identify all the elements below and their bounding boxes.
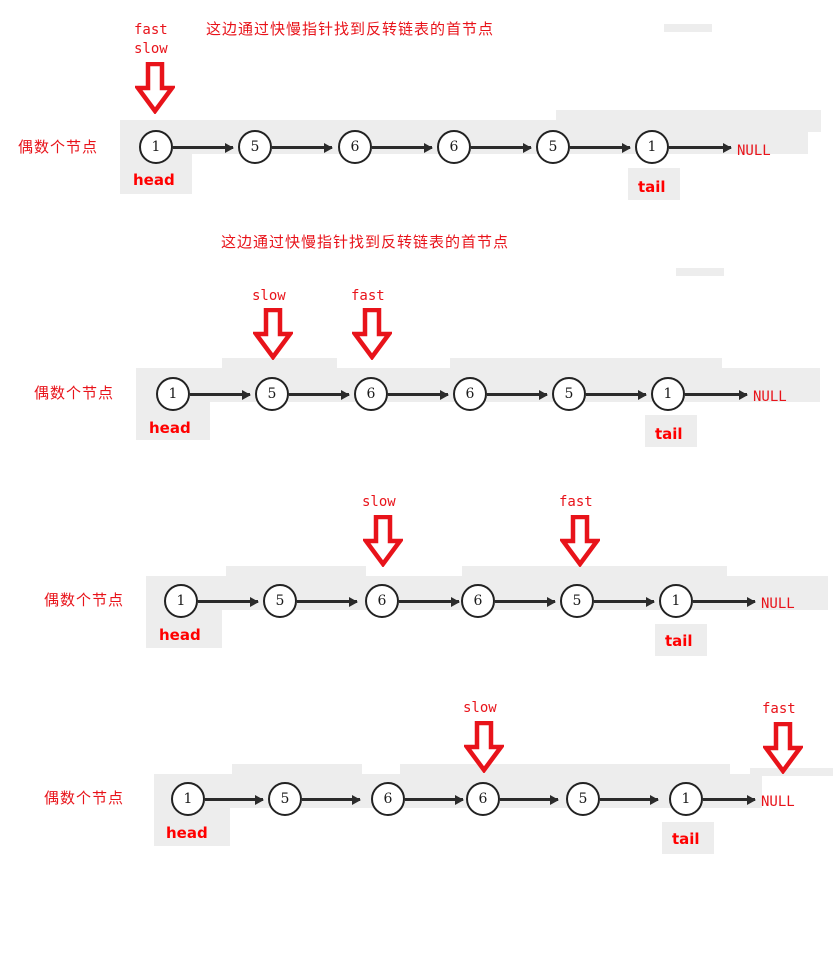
row2-node-1: 5 — [255, 377, 289, 411]
row2-link-null — [685, 393, 747, 396]
row3-node-4: 5 — [560, 584, 594, 618]
row4-band-b — [232, 764, 362, 776]
row1-pointer-slow-label: slow — [134, 41, 168, 57]
row4-slow-arrow-icon — [464, 721, 504, 773]
row2-node-4: 5 — [552, 377, 586, 411]
row3-slow-arrow-icon — [363, 515, 403, 567]
row2-head-label: head — [149, 419, 191, 437]
row2-band-b — [222, 358, 337, 372]
row1-pointer-fast-label: fast — [134, 22, 168, 38]
row3-node-3: 6 — [461, 584, 495, 618]
row2-slow-arrow-icon — [253, 308, 293, 360]
row4-node-2: 6 — [371, 782, 405, 816]
row1-null-label: NULL — [737, 143, 771, 159]
row2-band-tail — [645, 415, 697, 447]
row1-caption: 这边通过快慢指针找到反转链表的首节点 — [206, 20, 495, 38]
row4-node-0: 1 — [171, 782, 205, 816]
row4-slow-label: slow — [463, 700, 497, 716]
row2-node-0: 1 — [156, 377, 190, 411]
row3-link-2 — [399, 600, 459, 603]
row4-band-tail — [662, 822, 714, 854]
row2-link-4 — [586, 393, 646, 396]
row1-node-5: 1 — [635, 130, 669, 164]
row3-slow-label: slow — [362, 494, 396, 510]
row2-top-artifact — [676, 268, 724, 276]
row2-slow-label: slow — [252, 288, 286, 304]
row3-link-0 — [198, 600, 258, 603]
row2-fast-arrow-icon — [352, 308, 392, 360]
row3-node-5: 1 — [659, 584, 693, 618]
row4-link-null — [703, 798, 755, 801]
row4-null-label: NULL — [761, 794, 795, 810]
row2-node-3: 6 — [453, 377, 487, 411]
row1-link-0 — [173, 146, 233, 149]
row1-link-2 — [372, 146, 432, 149]
row2-link-0 — [190, 393, 250, 396]
row3-tail-label: tail — [665, 632, 693, 650]
row2-node-2: 6 — [354, 377, 388, 411]
row3-link-3 — [495, 600, 555, 603]
row4-link-0 — [205, 798, 263, 801]
row4-node-3: 6 — [466, 782, 500, 816]
row1-link-3 — [471, 146, 531, 149]
row4-row-label: 偶数个节点 — [44, 789, 125, 807]
row1-band-tail — [628, 168, 680, 200]
row1-node-4: 5 — [536, 130, 570, 164]
row4-node-5: 1 — [669, 782, 703, 816]
row4-node-4: 5 — [566, 782, 600, 816]
top-right-artifact — [664, 24, 712, 32]
row1-node-3: 6 — [437, 130, 471, 164]
row2-null-label: NULL — [753, 389, 787, 405]
row2-fast-label: fast — [351, 288, 385, 304]
row3-band-c — [462, 566, 727, 578]
row2-link-2 — [388, 393, 448, 396]
row3-link-null — [693, 600, 755, 603]
row2-row-label: 偶数个节点 — [34, 384, 115, 402]
row3-fast-arrow-icon — [560, 515, 600, 567]
row2-link-3 — [487, 393, 547, 396]
row4-band-c — [400, 764, 730, 776]
row3-node-1: 5 — [263, 584, 297, 618]
row1-tail-label: tail — [638, 178, 666, 196]
row4-link-3 — [500, 798, 558, 801]
row1-link-null — [669, 146, 731, 149]
row3-link-4 — [594, 600, 654, 603]
row3-row-label: 偶数个节点 — [44, 591, 125, 609]
row2-link-1 — [289, 393, 349, 396]
row1-node-1: 5 — [238, 130, 272, 164]
row2-band-c — [450, 358, 722, 372]
row4-link-4 — [600, 798, 658, 801]
row4-node-1: 5 — [268, 782, 302, 816]
row3-band-tail — [655, 624, 707, 656]
row3-node-2: 6 — [365, 584, 399, 618]
row4-band-d — [750, 768, 833, 776]
row3-head-label: head — [159, 626, 201, 644]
row2-tail-label: tail — [655, 425, 683, 443]
row1-row-label: 偶数个节点 — [18, 138, 99, 156]
row3-link-1 — [297, 600, 357, 603]
row4-head-label: head — [166, 824, 208, 842]
row3-fast-label: fast — [559, 494, 593, 510]
row2-node-5: 1 — [651, 377, 685, 411]
row1-node-2: 6 — [338, 130, 372, 164]
row1-link-1 — [272, 146, 332, 149]
row2-caption: 这边通过快慢指针找到反转链表的首节点 — [221, 233, 510, 251]
row1-node-0: 1 — [139, 130, 173, 164]
row4-fast-arrow-icon — [763, 722, 803, 774]
row3-node-0: 1 — [164, 584, 198, 618]
row3-null-label: NULL — [761, 596, 795, 612]
row4-link-1 — [302, 798, 360, 801]
row4-fast-label: fast — [762, 701, 796, 717]
row3-band-b — [226, 566, 366, 578]
row4-link-2 — [405, 798, 463, 801]
row1-band-b — [556, 110, 821, 132]
row1-head-label: head — [133, 171, 175, 189]
row1-slow-fast-arrow-icon — [135, 62, 175, 114]
row4-tail-label: tail — [672, 830, 700, 848]
row1-link-4 — [570, 146, 630, 149]
